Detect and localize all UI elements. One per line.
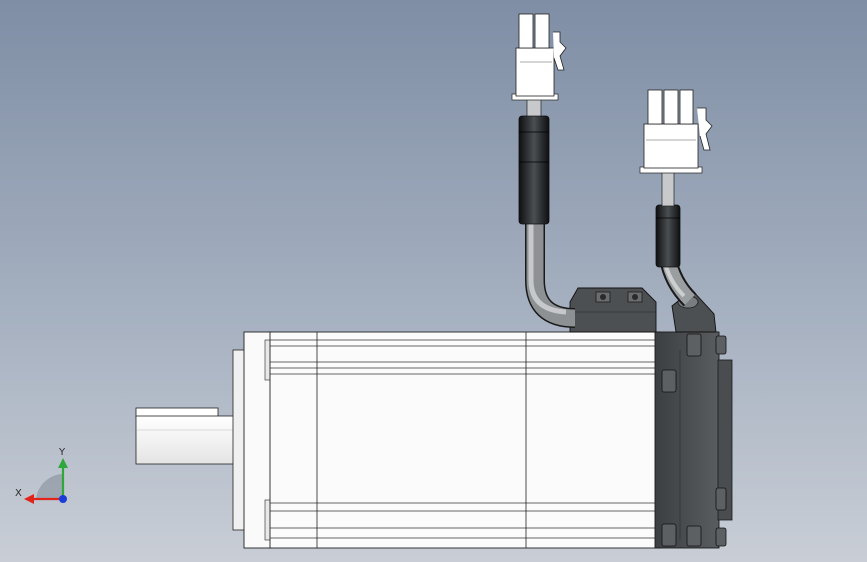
encoder-cable	[655, 171, 697, 307]
encoder-plug	[639, 89, 713, 174]
orientation-triad[interactable]: Y X	[15, 447, 68, 504]
motor-body	[269, 331, 661, 549]
y-axis-label: Y	[58, 447, 66, 458]
x-axis-label: X	[15, 488, 22, 499]
y-axis-arrowhead	[58, 458, 68, 468]
motor-shaft	[135, 407, 237, 465]
power-connector-housing	[569, 287, 657, 333]
triad-plane	[36, 474, 62, 500]
power-plug	[511, 13, 567, 101]
encoder-cap	[654, 331, 733, 549]
z-axis-dot	[59, 495, 67, 503]
front-flange	[232, 331, 273, 549]
x-axis-arrowhead	[24, 494, 34, 504]
power-cable	[518, 97, 576, 328]
